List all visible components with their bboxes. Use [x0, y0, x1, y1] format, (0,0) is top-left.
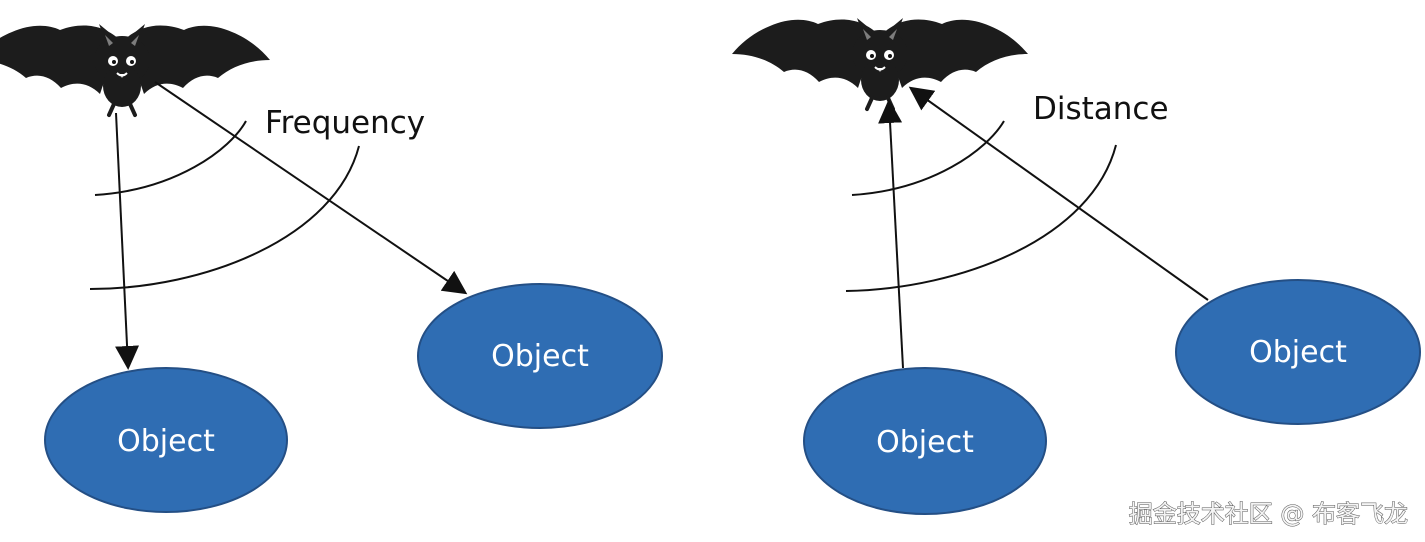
- object-node-left-far: Object: [417, 283, 663, 429]
- object-label: Object: [1249, 335, 1347, 370]
- echo-arrow-up: [878, 99, 904, 369]
- object-node-right-near: Object: [803, 367, 1047, 515]
- object-label: Object: [491, 339, 589, 374]
- left-panel: Frequency Object Object: [0, 22, 663, 513]
- object-node-right-far: Object: [1175, 279, 1421, 425]
- echo-arrow-diagonal: [908, 86, 1209, 301]
- object-label: Object: [876, 425, 974, 460]
- sound-wave-arc-outer: [89, 145, 360, 290]
- object-label: Object: [117, 424, 215, 459]
- emission-arrow-down: [115, 112, 140, 370]
- emission-arrow-diagonal: [154, 81, 468, 295]
- right-panel: Distance Object Object: [730, 16, 1421, 515]
- sound-wave-arc-inner: [94, 120, 247, 196]
- watermark-text: 掘金技术社区 @ 布客飞龙: [1129, 500, 1408, 528]
- bat-icon: [730, 16, 1030, 111]
- bat-icon: [0, 22, 272, 117]
- distance-label: Distance: [1033, 91, 1169, 127]
- echo-wave-arc-outer: [845, 144, 1117, 292]
- object-node-left-near: Object: [44, 367, 288, 513]
- frequency-label: Frequency: [265, 105, 425, 141]
- echo-wave-arc-inner: [851, 120, 1005, 196]
